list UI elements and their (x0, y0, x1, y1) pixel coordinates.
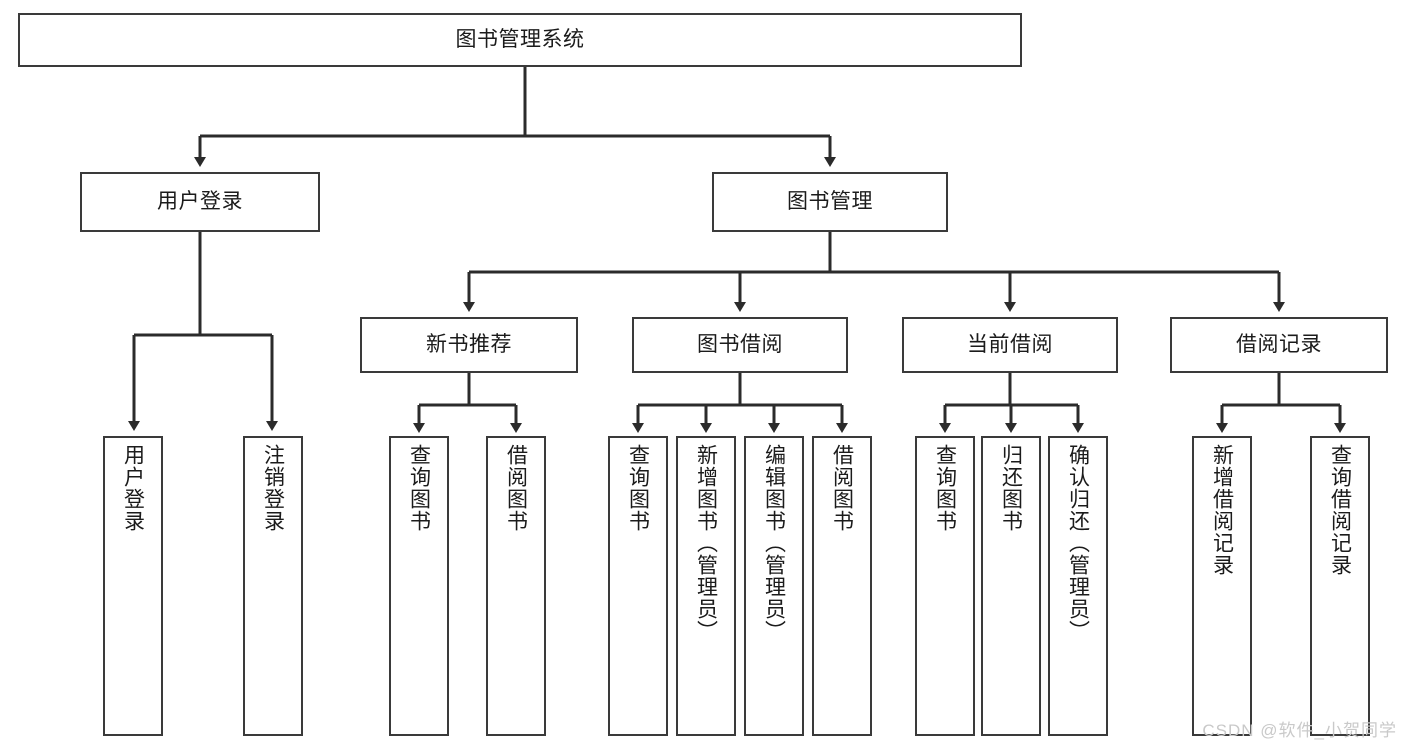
leaf-query-books-new-label: 查询图书 (407, 444, 431, 532)
node-book-borrow[interactable]: 图书借阅 (632, 317, 848, 373)
node-current-borrow-label: 当前借阅 (967, 332, 1053, 356)
leaf-query-books-current-label: 查询图书 (933, 444, 957, 532)
node-borrow-records[interactable]: 借阅记录 (1170, 317, 1388, 373)
leaf-query-borrow-record-label: 查询借阅记录 (1328, 444, 1352, 576)
leaf-add-borrow-record[interactable]: 新增借阅记录 (1192, 436, 1252, 736)
leaf-confirm-return-admin-label: 确认归还（管理员） (1066, 444, 1090, 642)
leaf-user-login[interactable]: 用户登录 (103, 436, 163, 736)
node-new-book-recommend[interactable]: 新书推荐 (360, 317, 578, 373)
leaf-logout[interactable]: 注销登录 (243, 436, 303, 736)
leaf-borrow-books-new[interactable]: 借阅图书 (486, 436, 546, 736)
node-book-management-label: 图书管理 (787, 189, 873, 213)
leaf-return-book-label: 归还图书 (999, 444, 1023, 532)
node-book-borrow-label: 图书借阅 (697, 332, 783, 356)
leaf-user-login-label: 用户登录 (121, 444, 145, 532)
leaf-edit-book-admin-label: 编辑图书（管理员） (762, 444, 786, 642)
watermark-text: CSDN @软件_小贺同学 (1202, 721, 1397, 740)
node-book-management[interactable]: 图书管理 (712, 172, 948, 232)
node-user-login[interactable]: 用户登录 (80, 172, 320, 232)
leaf-return-book[interactable]: 归还图书 (981, 436, 1041, 736)
leaf-query-books-borrow[interactable]: 查询图书 (608, 436, 668, 736)
leaf-query-borrow-record[interactable]: 查询借阅记录 (1310, 436, 1370, 736)
node-new-book-recommend-label: 新书推荐 (426, 332, 512, 356)
leaf-query-books-new[interactable]: 查询图书 (389, 436, 449, 736)
node-user-login-label: 用户登录 (157, 189, 243, 213)
node-root[interactable]: 图书管理系统 (18, 13, 1022, 67)
node-root-label: 图书管理系统 (455, 27, 585, 51)
leaf-query-books-current[interactable]: 查询图书 (915, 436, 975, 736)
leaf-logout-label: 注销登录 (261, 444, 285, 532)
leaf-edit-book-admin[interactable]: 编辑图书（管理员） (744, 436, 804, 736)
node-current-borrow[interactable]: 当前借阅 (902, 317, 1118, 373)
leaf-add-borrow-record-label: 新增借阅记录 (1210, 444, 1234, 576)
leaf-borrow-book-label: 借阅图书 (830, 444, 854, 532)
leaf-query-books-borrow-label: 查询图书 (626, 444, 650, 532)
leaf-borrow-books-new-label: 借阅图书 (504, 444, 528, 532)
leaf-confirm-return-admin[interactable]: 确认归还（管理员） (1048, 436, 1108, 736)
node-borrow-records-label: 借阅记录 (1236, 332, 1322, 356)
leaf-add-book-admin-label: 新增图书（管理员） (694, 444, 718, 642)
leaf-add-book-admin[interactable]: 新增图书（管理员） (676, 436, 736, 736)
leaf-borrow-book[interactable]: 借阅图书 (812, 436, 872, 736)
